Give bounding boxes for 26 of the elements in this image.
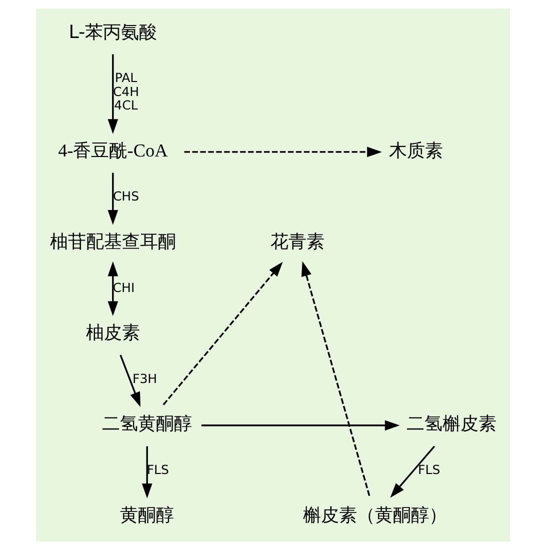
node-text: 黄酮醇 — [120, 504, 174, 526]
arrow — [108, 261, 118, 316]
arrow — [120, 354, 140, 408]
arrow — [390, 446, 436, 498]
node-text: 槲皮素（黄酮醇） — [302, 504, 447, 526]
edge-label: CHS — [112, 188, 140, 204]
node-text: 柚皮素 — [86, 322, 140, 344]
node-text: 柚苷配基查耳酮 — [50, 231, 176, 252]
edge-label: FLS — [146, 462, 169, 478]
edge-label: CHI — [112, 280, 135, 295]
node-text: 花青素 — [270, 231, 324, 252]
arrow — [108, 172, 118, 225]
arrow — [201, 420, 400, 431]
edge-label: PAL C4H 4CL — [112, 70, 140, 113]
arrow — [301, 261, 370, 496]
node-text: L-苯丙氨酸 — [68, 22, 158, 43]
edge-label: F3H — [132, 371, 158, 386]
node-text: 二氢黄酮醇 — [102, 414, 192, 435]
edge-label: FLS — [418, 462, 440, 478]
arrow — [142, 446, 152, 498]
node-text: 二氢槲皮素 — [406, 414, 496, 435]
arrow — [108, 54, 118, 134]
arrow — [184, 146, 382, 158]
node-text: 木质素 — [389, 140, 443, 162]
node-text: 4-香豆酰-CoA — [58, 140, 168, 160]
arrow — [162, 262, 283, 406]
